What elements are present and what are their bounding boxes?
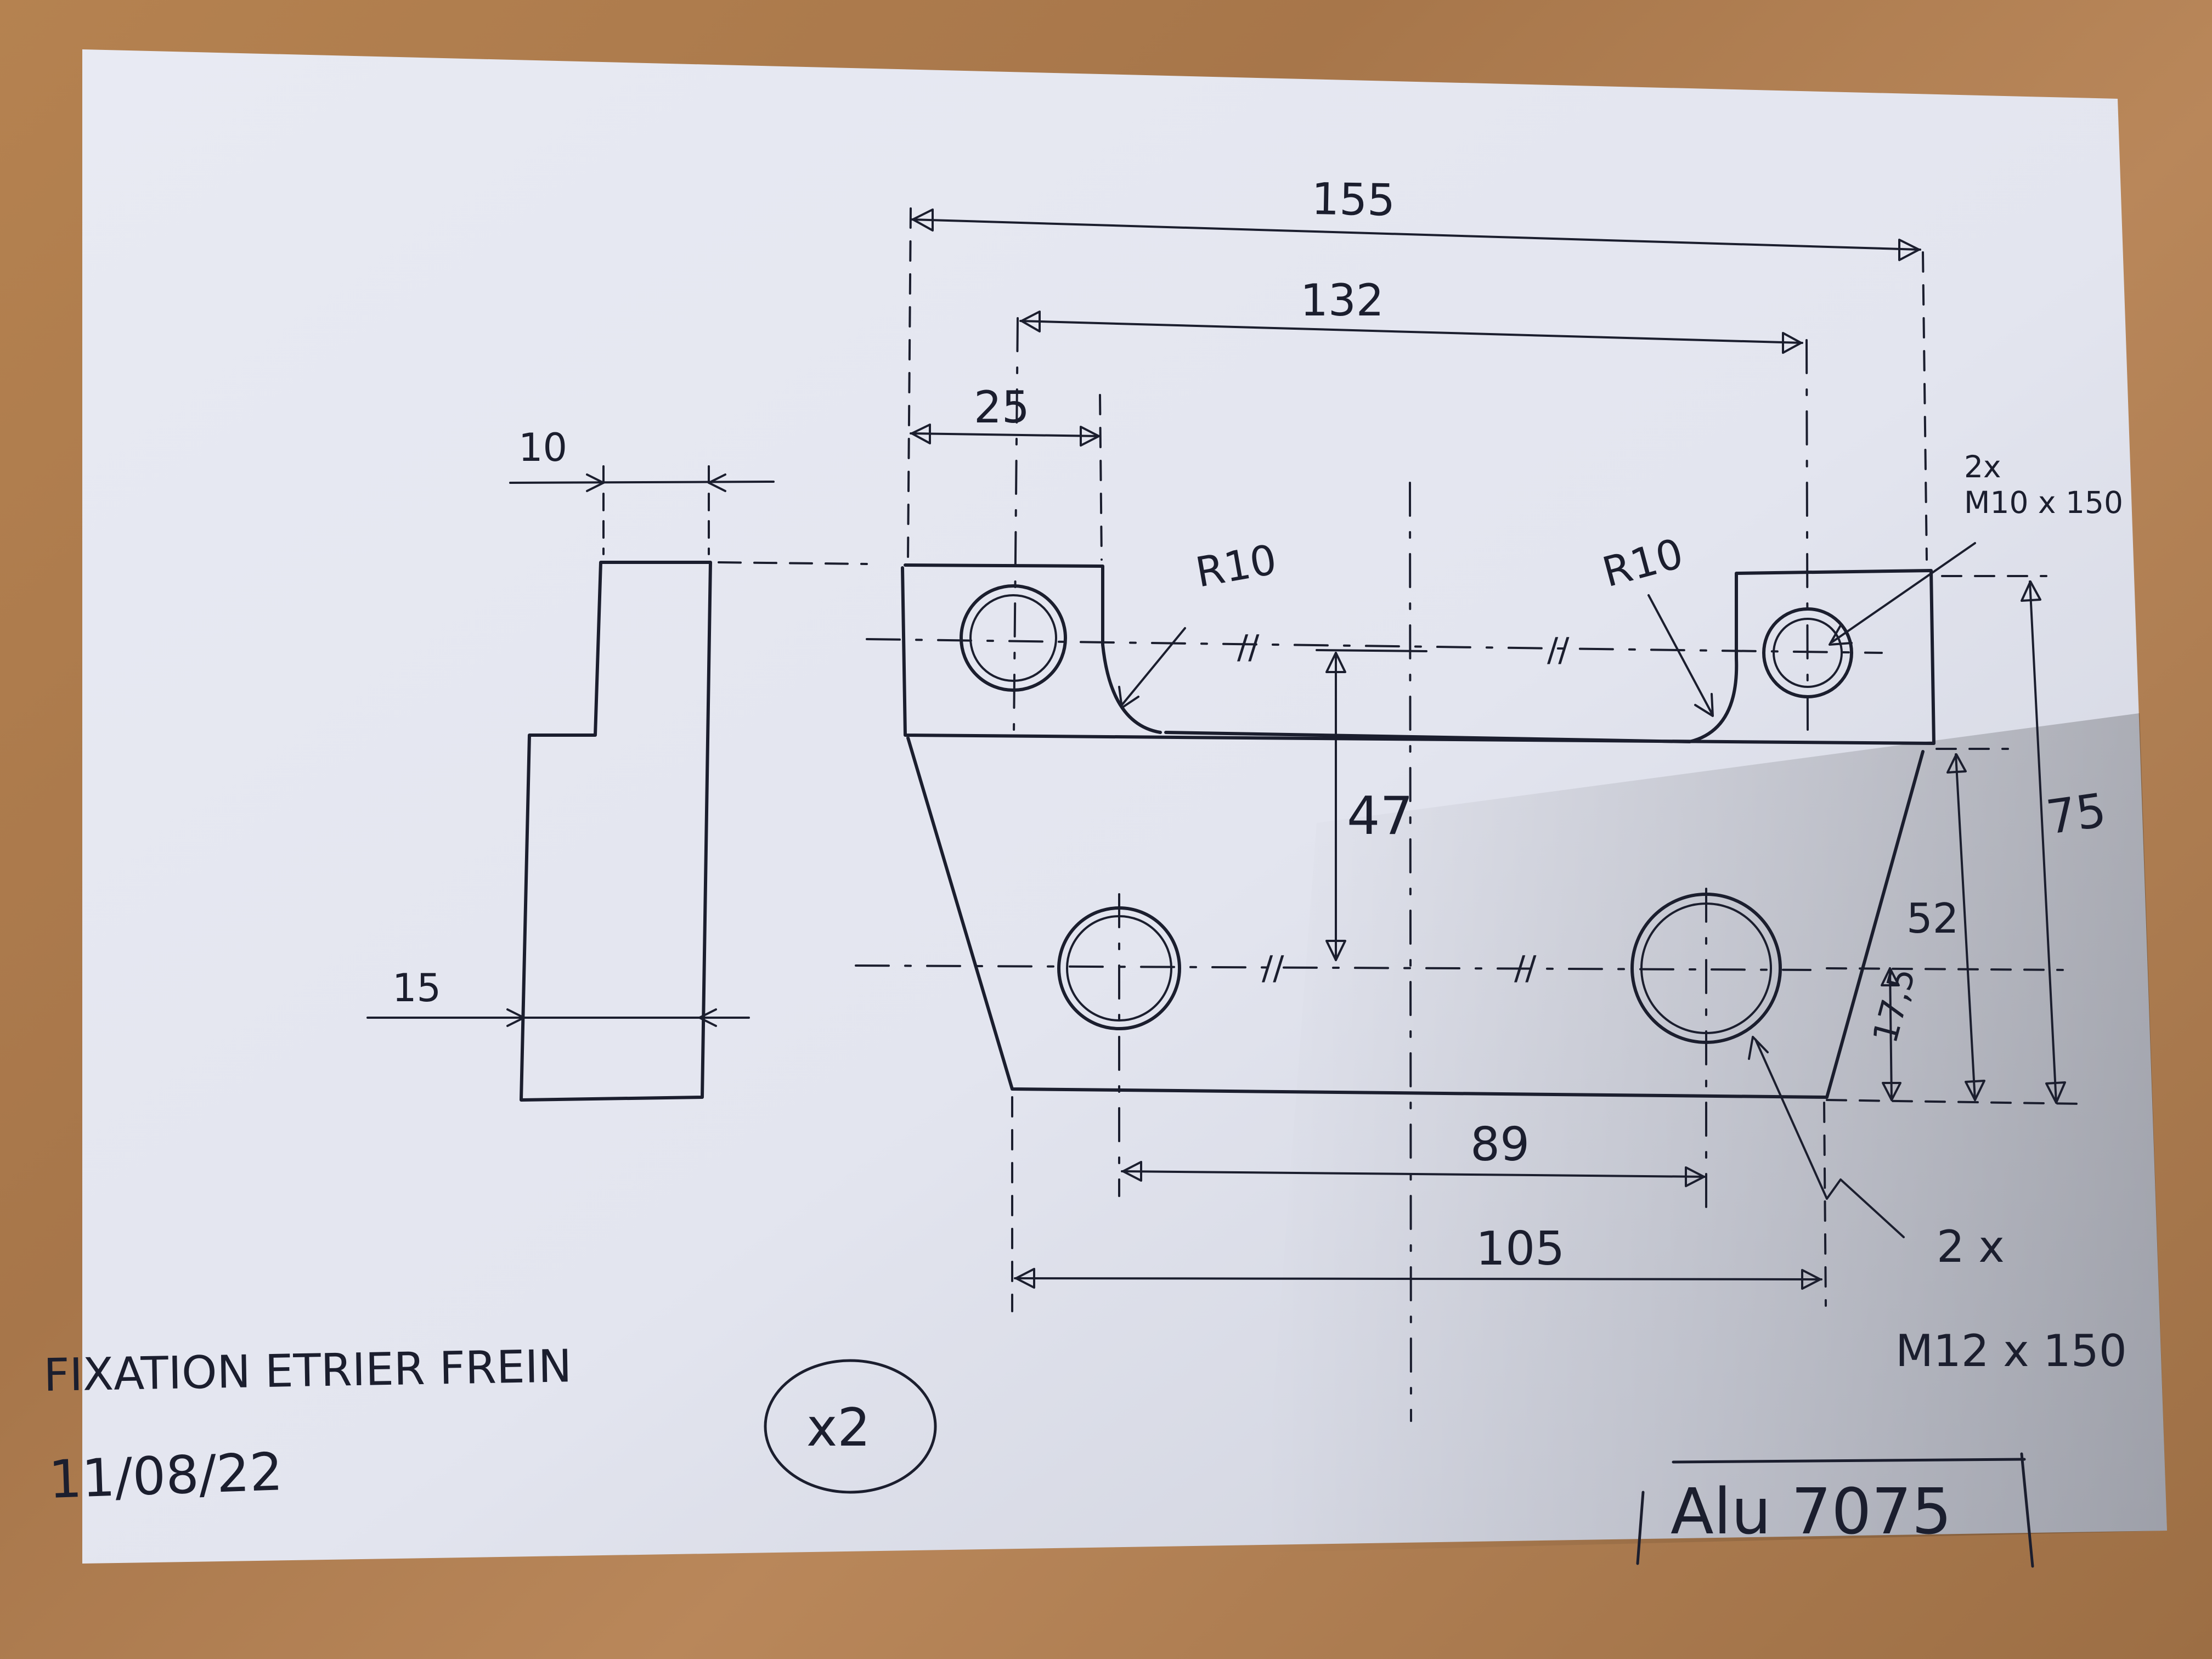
symmetry-mark-4: // [1514, 949, 1537, 988]
dim-15-arrow-left [506, 1008, 525, 1027]
ext-left-edge [907, 207, 912, 561]
dim-47-arrow-top [1325, 652, 1346, 673]
dim-89-line [1121, 1170, 1706, 1178]
side-view-projection-line [718, 561, 868, 565]
dim-47-ext-top [1316, 649, 1427, 652]
side-view [366, 465, 868, 1102]
quantity-circle [764, 1359, 937, 1494]
dim-10-arrow-right [708, 473, 726, 492]
center-lines [855, 317, 1883, 1422]
dim-17-5-arrow-bottom [1882, 1082, 1901, 1101]
leader-m12 [1754, 1039, 1905, 1238]
centerline-bottom-horizontal [855, 964, 1812, 971]
symmetry-mark-3: // [1262, 949, 1284, 988]
dim-89-arrow-left [1122, 1161, 1142, 1182]
dim-10-line [509, 481, 775, 484]
dim-132-label: 132 [1300, 275, 1384, 326]
dim-132-arrow-right [1782, 332, 1802, 354]
bottom-thread-count-label: 2 x [1937, 1221, 2005, 1272]
ext-bottom-right [1823, 1102, 1827, 1307]
ext-right-edge [1922, 251, 1928, 561]
quantity-label: x2 [806, 1398, 871, 1458]
dim-15-arrow-right [698, 1008, 717, 1027]
dim-75-arrow-top [2021, 580, 2041, 602]
ext-right-hole-level [1826, 967, 2064, 971]
dim-105-arrow-right [1801, 1269, 1821, 1290]
dim-25-label: 25 [974, 382, 1030, 433]
dim-75-line [2029, 580, 2057, 1104]
material-frame-right [2020, 1452, 2034, 1568]
dim-132-line [1019, 320, 1803, 344]
dim-10-arrow-left [586, 473, 605, 492]
top-hole-right-inner [1773, 618, 1843, 688]
material-frame-top [1672, 1458, 2026, 1464]
dim-155-line [910, 218, 1921, 251]
leader-r10-right-arrow [1694, 693, 1714, 717]
centerline-vertical-main [1409, 482, 1412, 1422]
dim-17-5-line [1889, 967, 1893, 1101]
material-frame-left [1636, 1491, 1645, 1565]
leader-r10-right [1647, 594, 1713, 714]
dim-89-label: 89 [1470, 1118, 1530, 1172]
dim-105-arrow-left [1015, 1268, 1035, 1289]
symmetry-mark-1: // [1237, 628, 1260, 667]
dim-15-label: 15 [392, 966, 441, 1011]
bottom-thread-spec-label: M12 x 150 [1895, 1325, 2127, 1376]
dim-52-line [1955, 753, 1976, 1101]
dim-105-line [1014, 1277, 1822, 1280]
drawing-date: 11/08/22 [48, 1442, 284, 1510]
dim-52-arrow-bottom [1965, 1080, 1985, 1101]
symmetry-mark-2: // [1547, 631, 1570, 669]
leader-r10-left [1121, 627, 1186, 706]
top-thread-spec-label: M10 x 150 [1964, 485, 2123, 520]
dim-25-line [910, 432, 1101, 437]
centerline-top-horizontal [866, 638, 1883, 654]
material-label: Alu 7075 [1671, 1475, 1952, 1549]
leader-m10-arrow [1829, 624, 1853, 646]
leader-lines [1118, 542, 1976, 1238]
side-view-profile [520, 561, 712, 1102]
dim-89-arrow-right [1685, 1166, 1705, 1187]
dim-105-label: 105 [1476, 1222, 1565, 1276]
dim-155-label: 155 [1311, 173, 1396, 226]
dim-25-arrow-left [911, 424, 931, 444]
centerline-top-right-hole [1805, 339, 1809, 731]
part-outline [901, 563, 1936, 1099]
drawing-title: FIXATION ETRIER FREIN [43, 1340, 572, 1402]
material-frame [1636, 1452, 2034, 1568]
leader-m12-arrow [1748, 1036, 1769, 1060]
leader-m10 [1831, 542, 1976, 643]
ext-right-bottom [1826, 1099, 2080, 1105]
dimension-lines [910, 208, 2066, 1290]
top-thread-count-label: 2x [1964, 449, 2001, 484]
dim-52-arrow-top [1946, 753, 1967, 774]
dim-75-arrow-bottom [2045, 1081, 2066, 1104]
dim-155-arrow-right [1898, 239, 1920, 261]
leader-r10-left-arrow [1118, 686, 1139, 709]
dim-52-label: 52 [1906, 894, 1959, 943]
dim-17-5-arrow-top [1881, 967, 1900, 986]
dim-25-arrow-right [1080, 426, 1100, 447]
paper-shadow [1262, 713, 2167, 1553]
dim-132-arrow-left [1020, 311, 1041, 332]
dim-47-arrow-bottom [1325, 940, 1346, 961]
dim-10-label: 10 [518, 425, 567, 470]
dim-47-label: 47 [1347, 786, 1413, 847]
extension-lines [907, 207, 2080, 1312]
dim-75-label: 75 [2043, 783, 2109, 845]
ext-25-right [1099, 394, 1103, 561]
dim-155-arrow-left [912, 208, 934, 232]
